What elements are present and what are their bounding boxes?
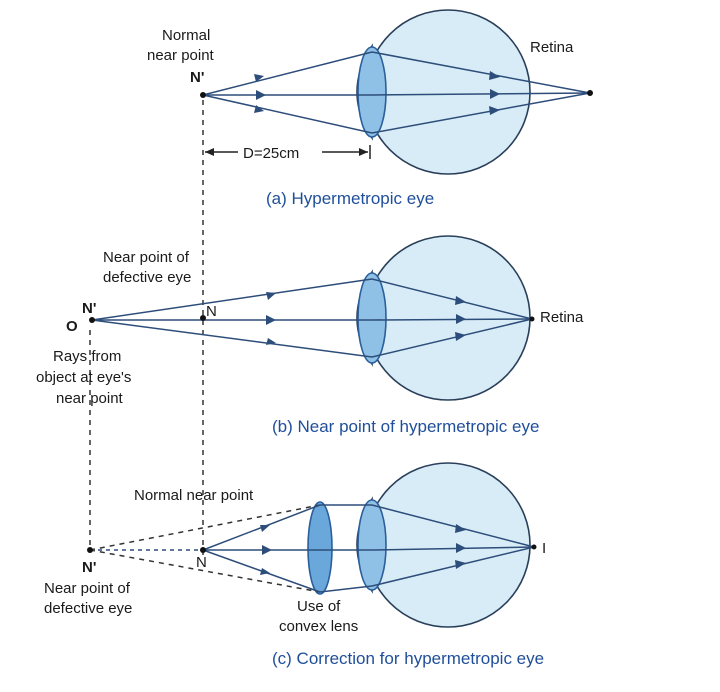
point-label-n-prime-c: N' <box>82 559 96 576</box>
eyeball-c <box>365 462 531 628</box>
normal-near-point-label-line2: near point <box>147 47 215 64</box>
point-label-n-prime-a: N' <box>190 69 204 86</box>
image-point-a <box>587 90 593 96</box>
caption-c: (c) Correction for hypermetropic eye <box>272 649 544 668</box>
convex-lens-label-line2: convex lens <box>279 618 358 635</box>
rays-a <box>202 51 591 134</box>
eyeball-b <box>365 235 531 401</box>
distance-marker <box>205 145 371 159</box>
point-n-b <box>200 315 206 321</box>
panel-b: Near point of defective eye N' O N Retin… <box>36 235 584 436</box>
near-point-defective-c-line2: defective eye <box>44 600 132 617</box>
eye-lens-b <box>357 272 387 364</box>
image-point-c <box>531 544 537 550</box>
near-point-defective-label-line1: Near point of <box>103 249 190 266</box>
point-label-o: O <box>66 318 78 335</box>
caption-a: (a) Hypermetropic eye <box>266 189 434 208</box>
rays-label-line3: near point <box>56 390 124 407</box>
point-label-n-b: N <box>206 303 217 320</box>
convex-lens-label-line1: Use of <box>297 598 341 615</box>
panel-c: Normal near point N' N I Near point of d… <box>44 462 546 668</box>
rays-label-line1: Rays from <box>53 348 121 365</box>
rays-b <box>91 278 533 358</box>
retina-label-b: Retina <box>540 309 584 326</box>
eye-lens-c <box>357 499 387 591</box>
eye-lens-a <box>357 46 387 138</box>
convex-lens <box>307 501 333 595</box>
distance-label: D=25cm <box>243 145 299 162</box>
rays-label-line2: object at eye's <box>36 369 131 386</box>
point-o-b <box>89 317 95 323</box>
near-point-defective-c-line1: Near point of <box>44 580 131 597</box>
near-point-n-prime-c <box>87 547 93 553</box>
retina-label-a: Retina <box>530 39 574 56</box>
image-label-c: I <box>542 540 546 557</box>
rays-c <box>89 504 535 593</box>
near-point-defective-label-line2: defective eye <box>103 269 191 286</box>
caption-b: (b) Near point of hypermetropic eye <box>272 417 539 436</box>
point-label-n-c: N <box>196 554 207 571</box>
point-label-n-prime-b: N' <box>82 300 96 317</box>
point-n-c <box>200 547 206 553</box>
normal-near-point-label-c: Normal near point <box>134 487 254 504</box>
panel-a: Normal near point N' Retina D=25cm (a) H… <box>147 9 593 208</box>
retina-point-b <box>529 316 535 322</box>
normal-near-point-label-line1: Normal <box>162 27 210 44</box>
near-point-n-prime-a <box>200 92 206 98</box>
eyeball-a <box>365 9 531 175</box>
